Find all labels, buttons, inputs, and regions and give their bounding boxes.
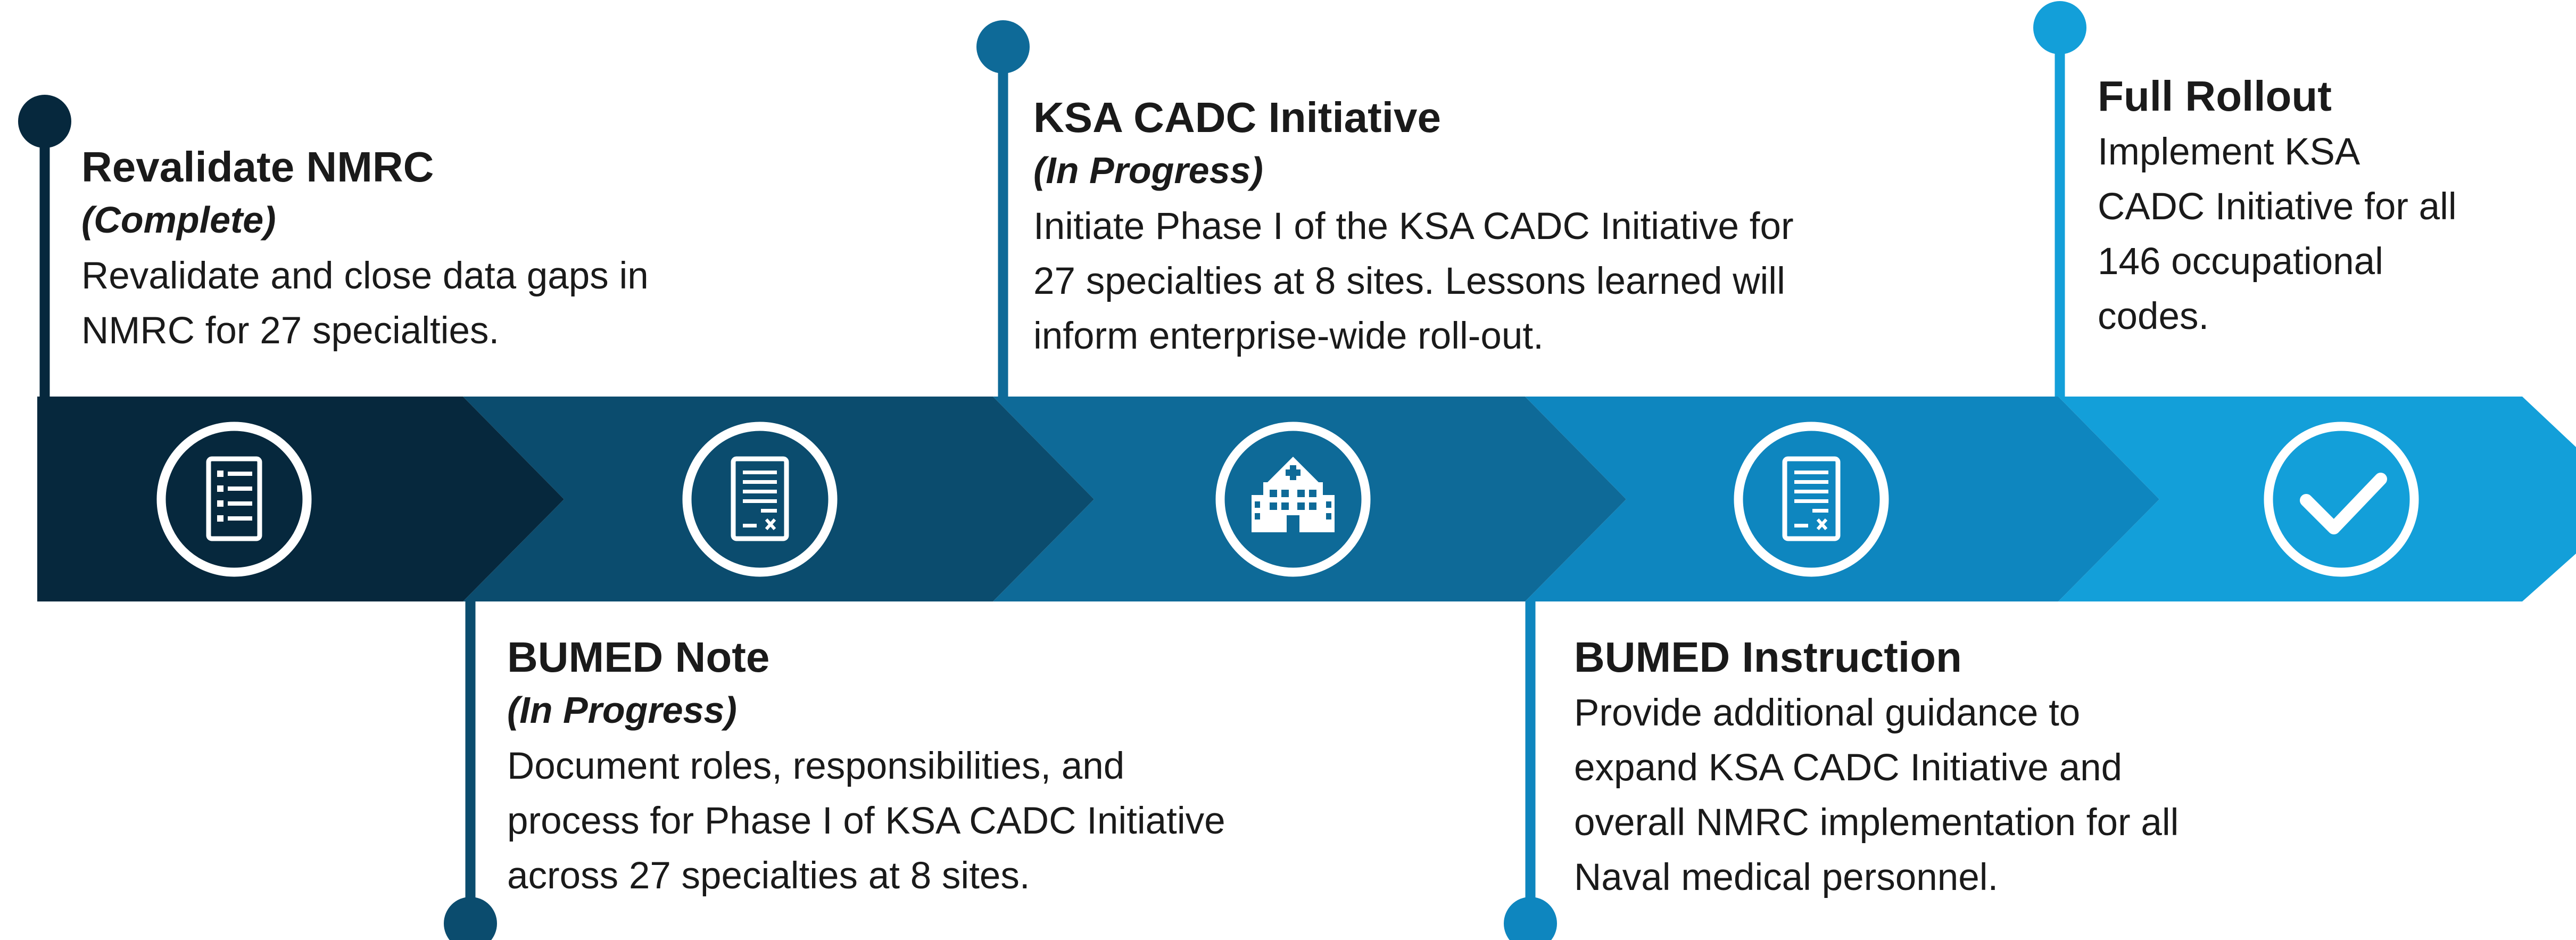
milestone-title: Full Rollout	[2098, 72, 2332, 120]
milestone-status: (Complete)	[81, 199, 276, 241]
connector-dot-2	[444, 897, 497, 940]
stage-chevron-2	[463, 397, 1094, 601]
description-line: process for Phase I of KSA CADC Initiati…	[507, 800, 1225, 842]
document-signed-icon	[1734, 422, 1889, 577]
milestone-description: Initiate Phase I of the KSA CADC Initiat…	[1033, 199, 1938, 364]
description-line: Implement KSA	[2098, 131, 2360, 173]
connector-dot-1	[18, 95, 71, 148]
description-line: CADC Initiative for all	[2098, 186, 2457, 228]
checklist-icon	[156, 422, 312, 577]
milestone-description: Document roles, responsibilities, and pr…	[507, 739, 1305, 903]
description-line: Provide additional guidance to	[1574, 692, 2081, 734]
stage-chevron-5	[2058, 397, 2576, 601]
milestone-title: BUMED Instruction	[1574, 633, 1962, 681]
description-line: Initiate Phase I of the KSA CADC Initiat…	[1033, 205, 1794, 248]
milestone-description: Provide additional guidance to expand KS…	[1574, 686, 2372, 905]
milestone-status: (In Progress)	[507, 689, 737, 731]
milestone-title: BUMED Note	[507, 633, 770, 681]
milestone-bumed-instruction: BUMED Instruction Provide additional gui…	[1574, 631, 2372, 905]
description-line: codes.	[2098, 295, 2209, 337]
hospital-icon	[1215, 422, 1371, 577]
description-line: NMRC for 27 specialties.	[81, 310, 500, 352]
milestone-status: (In Progress)	[1033, 150, 1263, 191]
description-line: inform enterprise-wide roll-out.	[1033, 315, 1544, 357]
description-line: across 27 specialties at 8 sites.	[507, 855, 1030, 897]
connector-dot-3	[976, 20, 1030, 73]
stage-chevron-4	[1525, 397, 2159, 601]
stage-chevron-1	[37, 397, 564, 601]
milestone-bumed-note: BUMED Note (In Progress) Document roles,…	[507, 631, 1305, 903]
milestone-revalidate-nmrc: Revalidate NMRC (Complete) Revalidate an…	[81, 141, 720, 358]
description-line: 27 specialties at 8 sites. Lessons learn…	[1033, 260, 1785, 302]
milestone-description: Revalidate and close data gaps in NMRC f…	[81, 249, 720, 358]
milestone-title: Revalidate NMRC	[81, 143, 434, 191]
description-line: Document roles, responsibilities, and	[507, 745, 1125, 787]
milestone-description: Implement KSA CADC Initiative for all 14…	[2098, 125, 2566, 344]
checkmark-icon	[2264, 422, 2419, 577]
document-signed-icon	[682, 422, 838, 577]
description-line: Revalidate and close data gaps in	[81, 255, 649, 297]
description-line: overall NMRC implementation for all	[1574, 802, 2179, 844]
description-line: expand KSA CADC Initiative and	[1574, 747, 2123, 789]
milestone-ksa-cadc-initiative: KSA CADC Initiative (In Progress) Initia…	[1033, 92, 1938, 364]
connector-dot-5	[2033, 1, 2086, 54]
description-line: Naval medical personnel.	[1574, 856, 1999, 898]
connector-dot-4	[1504, 897, 1557, 940]
milestone-full-rollout: Full Rollout Implement KSA CADC Initiati…	[2098, 70, 2566, 344]
milestone-title: KSA CADC Initiative	[1033, 94, 1442, 141]
description-line: 146 occupational	[2098, 241, 2383, 283]
